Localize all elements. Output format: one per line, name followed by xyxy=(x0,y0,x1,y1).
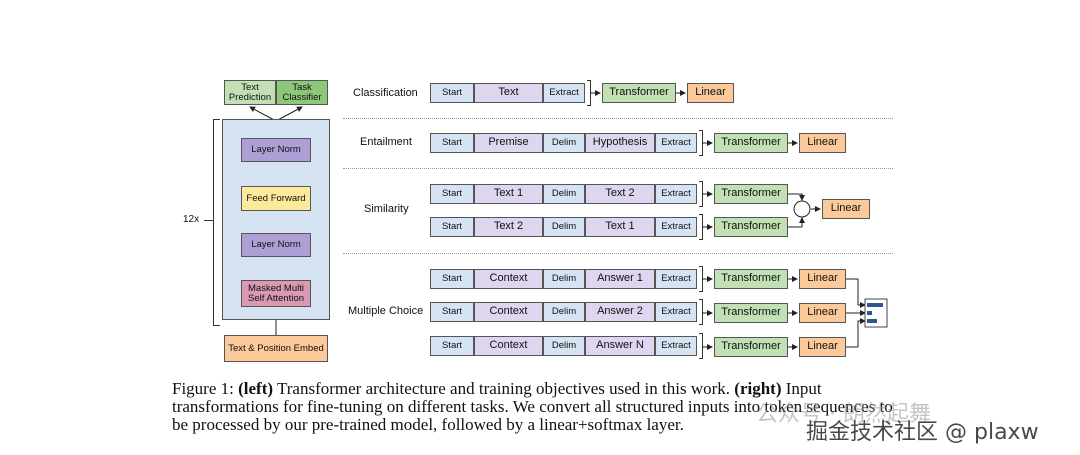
sequence-bracket xyxy=(699,181,703,207)
token-context: Context xyxy=(474,302,543,322)
token-delim: Delim xyxy=(543,269,585,289)
repeat-label: 12x xyxy=(183,214,200,225)
text-prediction-head: Text Prediction xyxy=(224,80,276,105)
sequence-bracket xyxy=(699,130,703,156)
divider xyxy=(343,253,893,254)
token-delim: Delim xyxy=(543,184,585,204)
token-start: Start xyxy=(430,133,474,153)
masked-self-attention: Masked Multi Self Attention xyxy=(241,280,311,307)
sequence-bracket xyxy=(587,80,591,106)
token-start: Start xyxy=(430,269,474,289)
token-start: Start xyxy=(430,83,474,103)
task-label-classification: Classification xyxy=(353,87,418,99)
layer-norm-top: Layer Norm xyxy=(241,138,311,162)
layer-norm-bottom: Layer Norm xyxy=(241,233,311,257)
caption-left-label: (left) xyxy=(238,379,274,398)
repeat-tick xyxy=(204,220,213,221)
token-extract: Extract xyxy=(655,336,697,356)
task-label-similarity: Similarity xyxy=(364,203,409,215)
token-start: Start xyxy=(430,184,474,204)
token-delim: Delim xyxy=(543,336,585,356)
transformer-box: Transformer xyxy=(714,133,788,153)
token-answer-1: Answer 1 xyxy=(585,269,655,289)
token-context: Context xyxy=(474,269,543,289)
token-delim: Delim xyxy=(543,217,585,237)
token-start: Start xyxy=(430,217,474,237)
token-text: Text xyxy=(474,83,543,103)
token-text-1: Text 1 xyxy=(474,184,543,204)
token-delim: Delim xyxy=(543,133,585,153)
linear-box: Linear xyxy=(799,337,846,357)
transformer-box: Transformer xyxy=(602,83,676,103)
similarity-sum xyxy=(793,200,811,218)
feed-forward: Feed Forward xyxy=(241,186,311,211)
transformer-box: Transformer xyxy=(714,337,788,357)
token-extract: Extract xyxy=(655,302,697,322)
watermark-line-2: 掘金技术社区 @ plaxw xyxy=(806,420,1039,445)
transformer-box: Transformer xyxy=(714,184,788,204)
token-start: Start xyxy=(430,336,474,356)
caption-right-text: Input transformations for fine-tuning on… xyxy=(172,379,893,434)
caption-right-label: (right) xyxy=(734,379,782,398)
token-delim: Delim xyxy=(543,302,585,322)
task-label-entailment: Entailment xyxy=(360,136,412,148)
divider xyxy=(343,168,893,169)
divider xyxy=(343,118,893,119)
linear-box: Linear xyxy=(799,133,846,153)
repeat-bracket xyxy=(213,119,220,326)
task-label-multiple-choice: Multiple Choice xyxy=(348,305,424,317)
token-extract: Extract xyxy=(655,184,697,204)
sequence-bracket xyxy=(699,266,703,292)
linear-box: Linear xyxy=(799,269,846,289)
token-extract: Extract xyxy=(655,269,697,289)
token-extract: Extract xyxy=(655,217,697,237)
sequence-bracket xyxy=(699,299,703,325)
token-text-1: Text 1 xyxy=(585,217,655,237)
caption-left-text: Transformer architecture and training ob… xyxy=(273,379,735,398)
token-text-2: Text 2 xyxy=(585,184,655,204)
linear-box: Linear xyxy=(799,303,846,323)
token-premise: Premise xyxy=(474,133,543,153)
linear-box: Linear xyxy=(687,83,734,103)
transformer-box: Transformer xyxy=(714,217,788,237)
transformer-box: Transformer xyxy=(714,303,788,323)
token-context: Context xyxy=(474,336,543,356)
token-answer-n: Answer N xyxy=(585,336,655,356)
token-hypothesis: Hypothesis xyxy=(585,133,655,153)
sequence-bracket xyxy=(699,214,703,240)
caption-prefix: Figure 1: xyxy=(172,379,239,398)
figure-caption: Figure 1: (left) Transformer architectur… xyxy=(172,380,912,434)
token-text-2: Text 2 xyxy=(474,217,543,237)
linear-box: Linear xyxy=(822,199,870,219)
watermark-line-1: 公众号 · 朗然起舞 xyxy=(756,402,931,427)
sequence-bracket xyxy=(699,333,703,359)
token-extract: Extract xyxy=(543,83,585,103)
task-classifier-head: Task Classifier xyxy=(276,80,328,105)
token-answer-2: Answer 2 xyxy=(585,302,655,322)
token-extract: Extract xyxy=(655,133,697,153)
text-position-embed: Text & Position Embed xyxy=(224,335,328,362)
token-start: Start xyxy=(430,302,474,322)
softmax-output-icon xyxy=(864,298,888,328)
transformer-box: Transformer xyxy=(714,269,788,289)
